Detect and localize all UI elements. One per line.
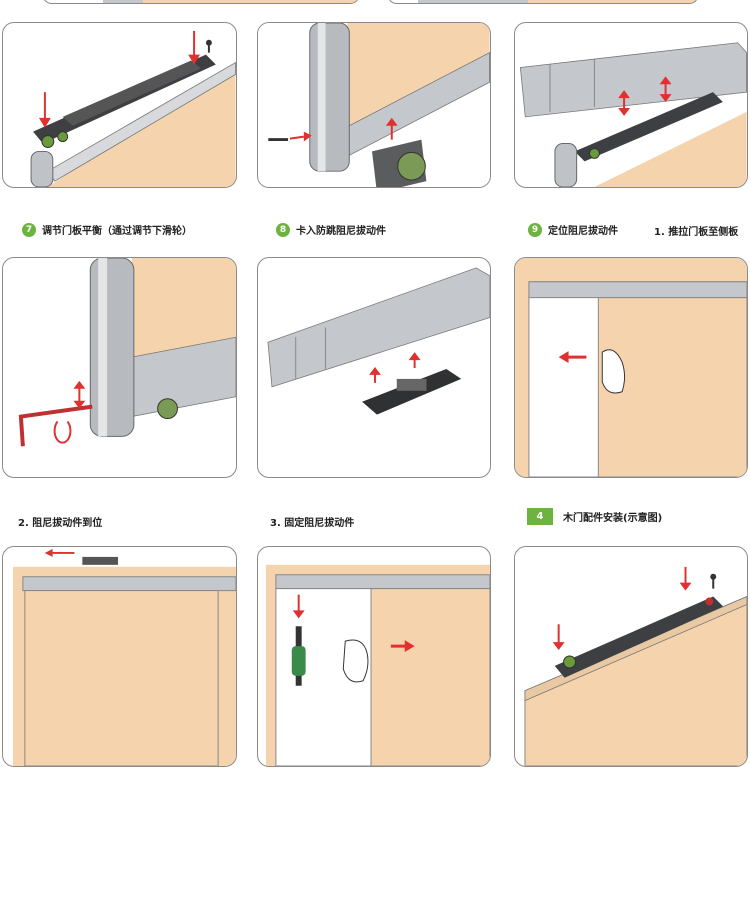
caption-text: 1. 推拉门板至侧板 bbox=[654, 227, 739, 238]
panel-push-door-to-side bbox=[514, 257, 748, 478]
caption-text: 调节门板平衡（通过调节下滑轮） bbox=[42, 226, 192, 237]
illustration-damper-in-place bbox=[12, 548, 236, 766]
caption-text: 木门配件安装(示意图) bbox=[563, 513, 663, 524]
illustration-damper-into-rail bbox=[519, 42, 747, 187]
panel-wood-door-fittings bbox=[514, 546, 748, 767]
step-badge: 8 bbox=[276, 222, 290, 237]
illustration-wood-door-fittings bbox=[524, 566, 747, 766]
illustration-damper-screws bbox=[30, 30, 236, 187]
partial-panel-top-left bbox=[42, 0, 360, 4]
panel-install-damper-screws bbox=[2, 22, 237, 188]
caption-text: 定位阻尼拔动件 bbox=[548, 226, 618, 237]
caption-text: 卡入防跳阻尼拔动件 bbox=[296, 226, 386, 237]
section-badge: 4 bbox=[527, 508, 553, 525]
partial-panel-art bbox=[103, 0, 359, 3]
illustration-insert-hanger bbox=[258, 23, 490, 187]
panel-damper-into-rail bbox=[514, 22, 748, 188]
caption-step-7: 7 调节门板平衡（通过调节下滑轮） bbox=[22, 222, 192, 237]
caption-step-2: 2. 阻尼拔动件到位 bbox=[18, 514, 102, 529]
caption-step-1: 1. 推拉门板至侧板 bbox=[654, 223, 738, 238]
caption-step-4: 4 木门配件安装(示意图) bbox=[527, 508, 662, 525]
panel-insert-hanger bbox=[257, 22, 491, 188]
panel-damper-in-place bbox=[2, 546, 237, 767]
caption-text: 2. 阻尼拔动件到位 bbox=[18, 518, 103, 529]
illustration-adjust-wheel bbox=[18, 258, 236, 447]
caption-step-9: 9 定位阻尼拔动件 bbox=[528, 222, 618, 237]
step-badge: 9 bbox=[528, 222, 542, 237]
caption-text: 3. 固定阻尼拔动件 bbox=[270, 518, 355, 529]
panel-adjust-wheel bbox=[2, 257, 237, 478]
step-badge: 7 bbox=[22, 222, 36, 237]
partial-panel-art bbox=[418, 0, 698, 3]
panel-fix-damper bbox=[257, 546, 491, 767]
partial-panel-top-right bbox=[387, 0, 699, 4]
panel-anti-jump-damper bbox=[257, 257, 491, 478]
illustration-fix-damper bbox=[265, 564, 490, 766]
illustration-push-door bbox=[515, 258, 747, 477]
illustration-anti-jump-damper bbox=[267, 267, 490, 415]
caption-step-3: 3. 固定阻尼拔动件 bbox=[270, 514, 354, 529]
caption-step-8: 8 卡入防跳阻尼拔动件 bbox=[276, 222, 386, 237]
